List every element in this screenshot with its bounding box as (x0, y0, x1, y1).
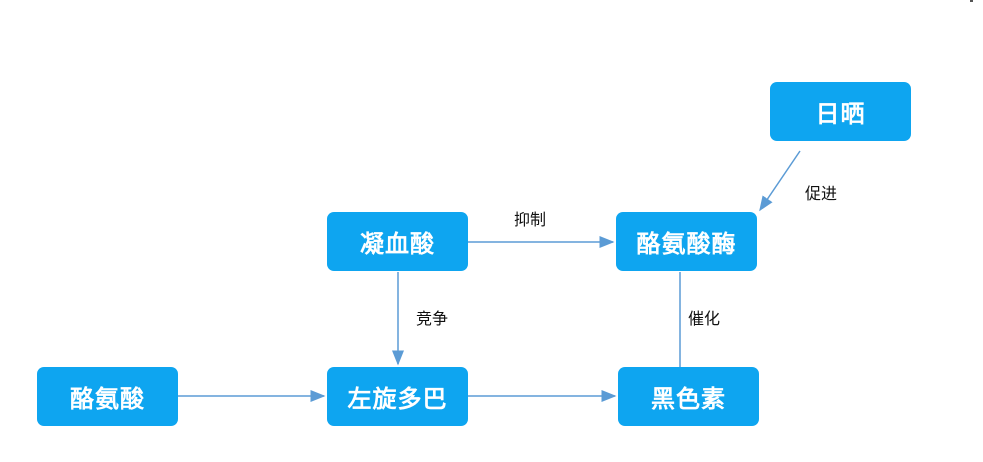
edge-label-catalyze: 催化 (688, 309, 721, 328)
node-dopa: 左旋多巴 (327, 367, 468, 426)
edge-label-compete: 竞争 (416, 309, 449, 328)
corner-mark (970, 0, 973, 2)
node-tranexamic-acid: 凝血酸 (327, 212, 468, 271)
edge-label-inhibit: 抑制 (514, 210, 547, 229)
node-melanin: 黑色素 (618, 367, 759, 426)
node-tyrosinase: 酪氨酸酶 (616, 212, 757, 271)
node-tyrosine: 酪氨酸 (37, 367, 178, 426)
node-sun: 日晒 (770, 82, 911, 141)
edge-label-promote: 促进 (805, 184, 838, 203)
arrow-sun-to-tyrosinase (759, 150, 801, 212)
